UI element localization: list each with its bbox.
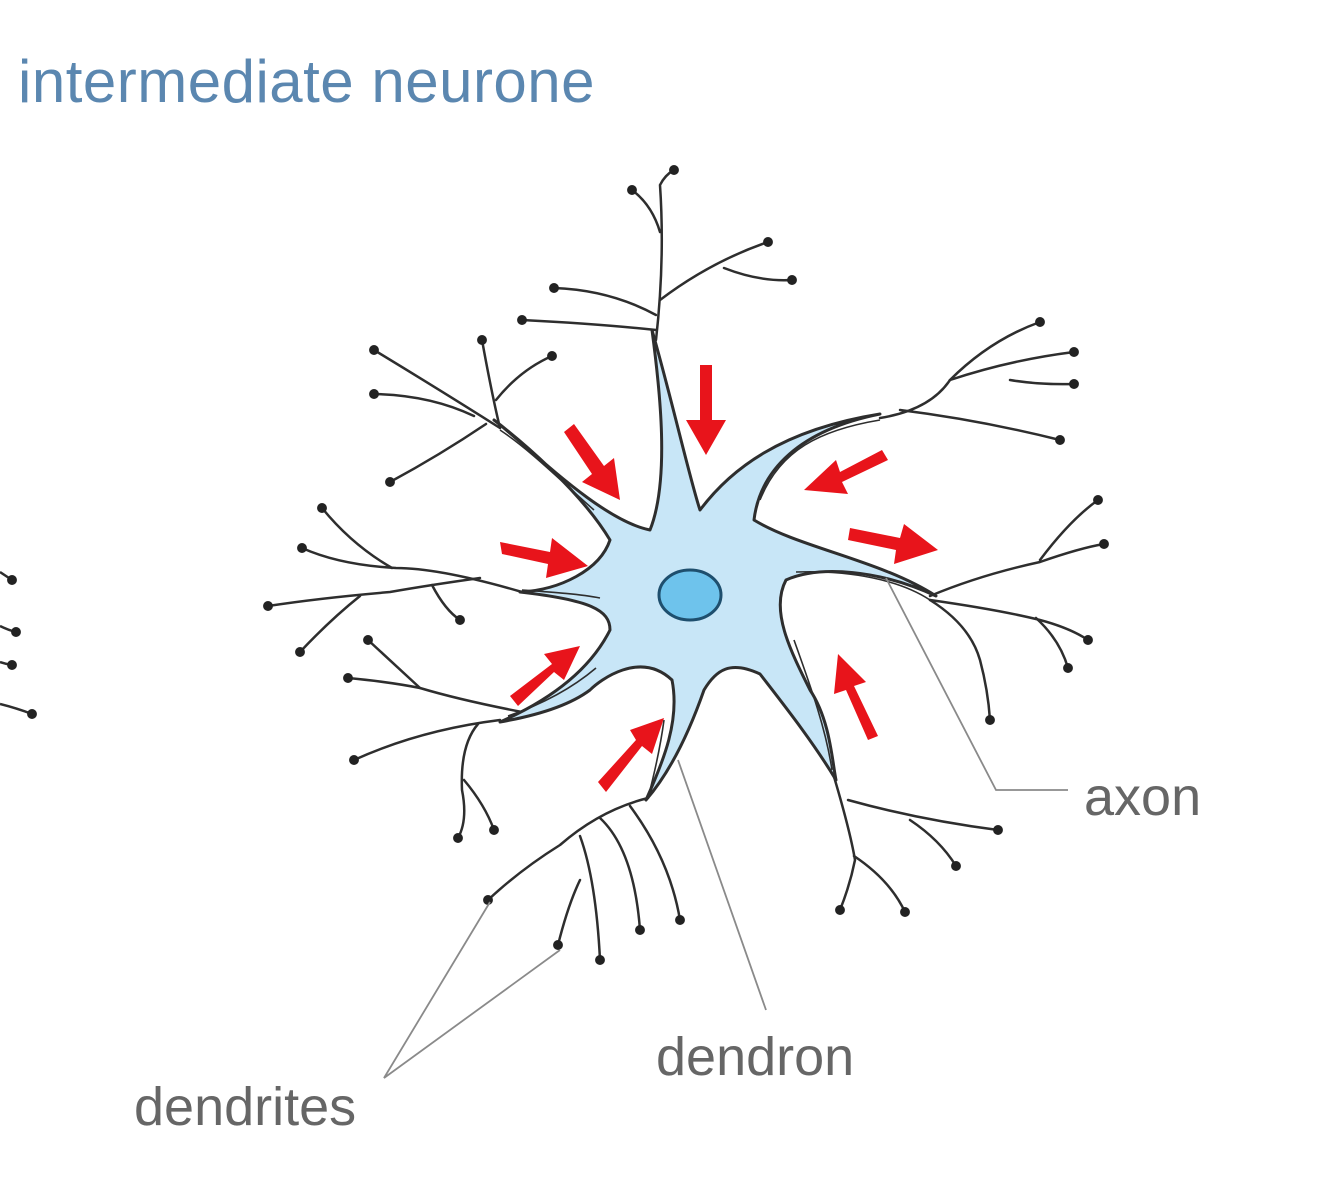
cell-body <box>492 328 938 802</box>
axon-leader-line <box>885 577 1068 791</box>
impulse-arrow-6 <box>510 646 580 706</box>
label-axon: axon <box>1084 767 1202 827</box>
dendron-leader-line <box>677 759 767 1011</box>
impulse-arrow-3 <box>804 450 888 494</box>
impulse-arrow-7 <box>598 718 664 792</box>
dendrites <box>263 165 1109 965</box>
label-dendron: dendron <box>656 1027 855 1087</box>
dendrites-leader-line <box>383 901 561 1079</box>
impulse-arrow-5 <box>848 524 938 564</box>
impulse-arrow-8 <box>834 654 878 740</box>
diagram-title: intermediate neurone <box>18 48 596 115</box>
label-leader-lines <box>383 577 1068 1079</box>
label-dendrites: dendrites <box>134 1077 357 1137</box>
impulse-arrows <box>500 365 938 792</box>
impulse-arrow-4 <box>500 538 588 578</box>
nucleus <box>657 568 723 622</box>
neighbour-neurone-fragment <box>0 570 37 719</box>
fibre-sheath-lines <box>499 419 931 799</box>
impulse-arrow-1 <box>686 365 726 455</box>
impulse-arrow-2 <box>564 424 620 500</box>
